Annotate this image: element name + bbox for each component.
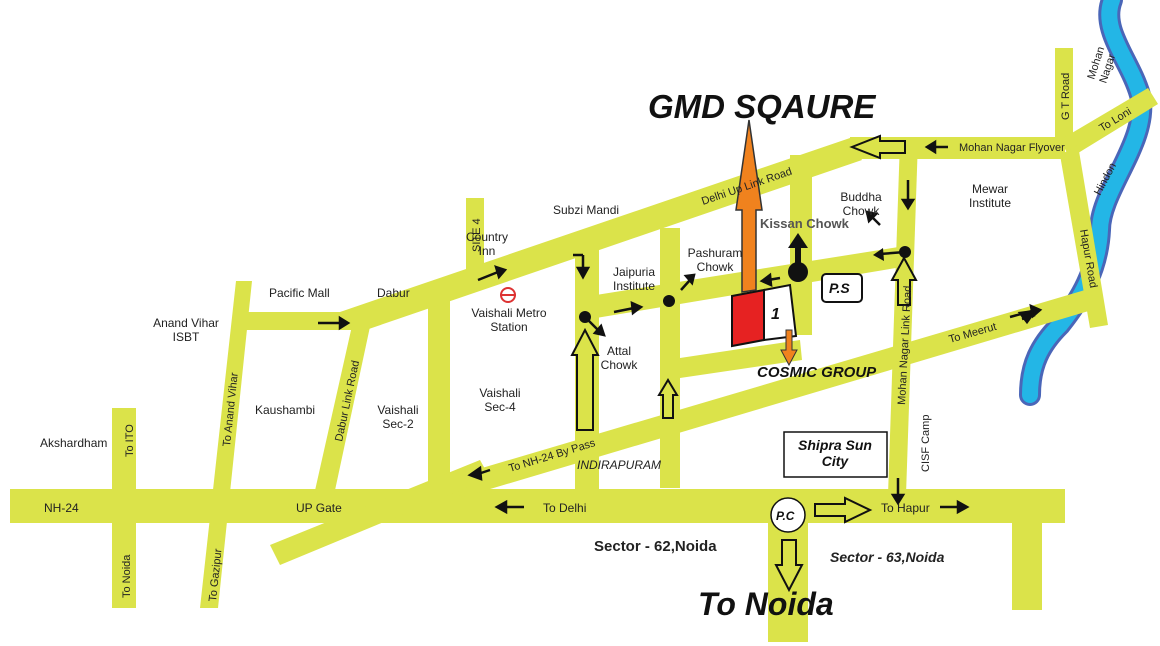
left-arrow-flyover — [849, 134, 906, 160]
attal-chowk-dot — [579, 311, 591, 323]
up-gate-label: UP Gate — [296, 501, 342, 515]
boxes — [770, 273, 888, 533]
nh24-label: NH-24 — [44, 501, 79, 515]
akshardham-label: Akshardham — [40, 436, 107, 450]
cisf-camp-label: CISF Camp — [920, 415, 932, 472]
sector62-label: Sector - 62,Noida — [594, 538, 717, 555]
to-ito-label: To ITO — [124, 424, 136, 457]
indirapuram-label: INDIRAPURAM — [577, 458, 661, 472]
cosmic-group-label: COSMIC GROUP — [757, 364, 877, 381]
jaipuria-chowk-dot — [663, 295, 675, 307]
ps-box — [821, 273, 863, 303]
right-arrow-hapur — [814, 496, 873, 524]
kaushambi-label: Kaushambi — [255, 403, 315, 417]
kissan-chowk-marker — [788, 233, 808, 282]
hindon-river — [1019, 0, 1153, 406]
to-gazipur-label: To Gazipur — [207, 548, 225, 602]
map-title: GMD SQAURE — [648, 88, 876, 125]
cosmic-arrow — [780, 329, 798, 367]
kissan-chowk-label: Kissan Chowk — [760, 216, 850, 231]
roads — [10, 48, 1158, 642]
down-arrow-pc — [774, 539, 804, 593]
site-block — [731, 119, 798, 367]
to-delhi-label: To Delhi — [543, 501, 586, 515]
chowk-dots — [579, 246, 911, 323]
site-number: 1 — [771, 306, 780, 323]
bottom-title: To Noida — [698, 586, 834, 622]
sector63-label: Sector - 63,Noida — [830, 549, 945, 565]
up-arrow-link-road — [890, 255, 918, 306]
site4-label: SITE 4 — [471, 218, 483, 252]
direction-arrows — [570, 134, 918, 593]
shipra-box — [783, 431, 888, 478]
to-hapur-label: To Hapur — [881, 501, 930, 515]
gmd-arrow — [735, 119, 763, 293]
ps-label: P.S — [829, 280, 850, 296]
up-arrow-indirapuram — [657, 378, 679, 419]
pc-label: P.C — [776, 509, 795, 523]
to-noida-side-label: To Noida — [121, 554, 133, 598]
small-arrows — [318, 139, 1043, 515]
gt-road-label: G T Road — [1060, 73, 1072, 120]
subzi-mandi-label: Subzi Mandi — [553, 203, 619, 217]
pacific-mall-label: Pacific Mall — [269, 286, 330, 300]
dabur-label: Dabur — [377, 286, 410, 300]
metro-station-icon — [500, 287, 516, 303]
up-arrow-attal — [570, 327, 600, 431]
mohan-nagar-flyover-label: Mohan Nagar Flyover — [959, 142, 1065, 154]
pc-circle — [770, 497, 806, 533]
